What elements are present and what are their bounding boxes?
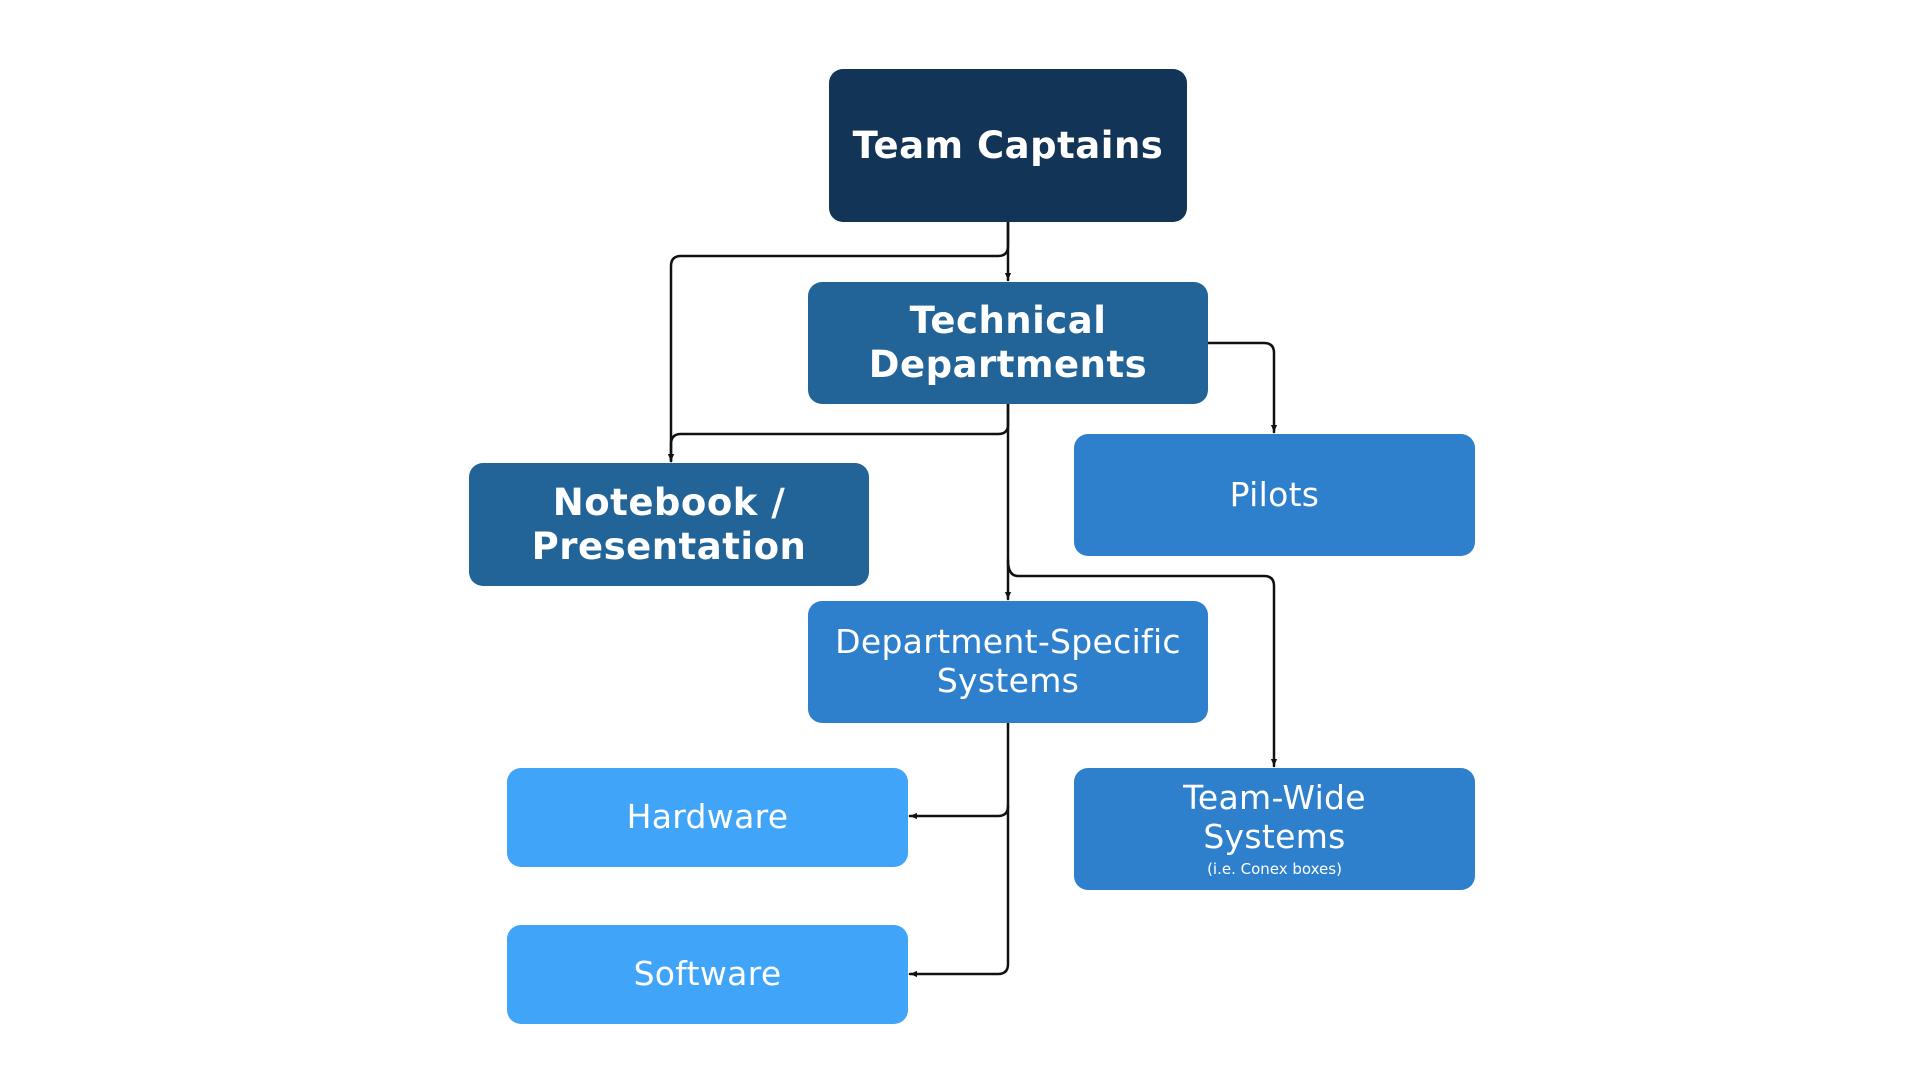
technical-departments-box: Technical Departments — [808, 282, 1208, 404]
notebook-presentation-label-line2: Presentation — [531, 524, 807, 568]
team-wide-systems-note: (i.e. Conex boxes) — [1207, 860, 1342, 879]
hardware-box: Hardware — [507, 768, 908, 867]
team-wide-systems-label-line1: Team-Wide — [1183, 778, 1366, 818]
team-wide-systems-label-line2: Systems — [1203, 817, 1346, 857]
technical-departments-label-line1: Technical — [909, 299, 1107, 343]
department-specific-systems-label-line2: Systems — [936, 661, 1080, 700]
edge-deptspec-to-software — [908, 804, 1010, 978]
pilots-label: Pilots — [1229, 474, 1320, 514]
department-specific-systems-box: Department-Specific Systems — [808, 601, 1208, 723]
software-label: Software — [633, 954, 782, 994]
technical-departments-label-line2: Departments — [868, 343, 1148, 386]
edge-technical-to-notebook — [667, 402, 1010, 463]
edge-deptspec-to-hardware — [908, 721, 1010, 820]
team-captains-box: Team Captains — [829, 69, 1187, 222]
hardware-label: Hardware — [626, 797, 789, 837]
notebook-presentation-box: Notebook / Presentation — [469, 463, 869, 586]
team-wide-systems-box: Team-Wide Systems (i.e. Conex boxes) — [1074, 768, 1475, 890]
team-captains-label: Team Captains — [852, 123, 1164, 167]
pilots-box: Pilots — [1074, 434, 1475, 556]
software-box: Software — [507, 925, 908, 1024]
edge-technical-to-pilots — [1206, 341, 1278, 434]
notebook-presentation-label-line1: Notebook / — [552, 480, 786, 524]
department-specific-systems-label-line1: Department-Specific — [835, 622, 1181, 662]
